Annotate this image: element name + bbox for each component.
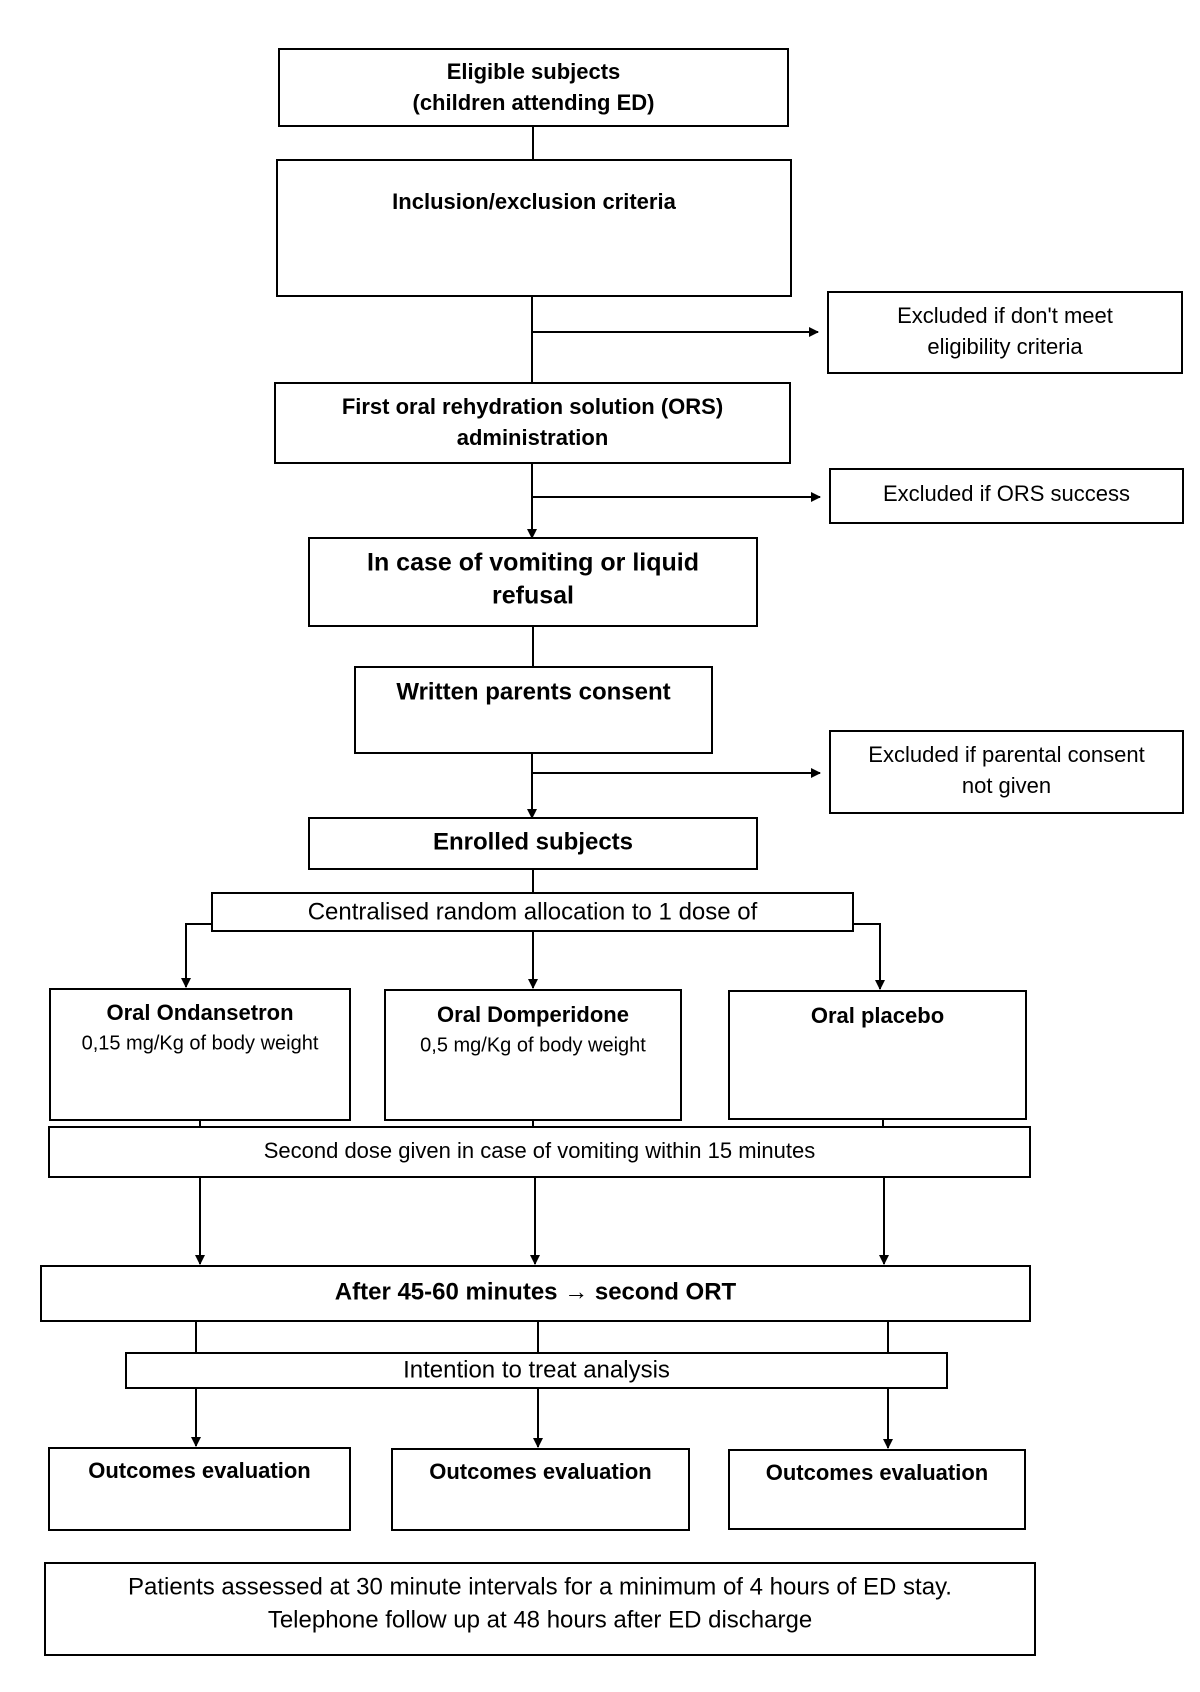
box-frame <box>211 892 854 932</box>
box-text-line: refusal <box>492 582 574 610</box>
box-excl-ors: Excluded if ORS success <box>829 468 1184 524</box>
box-text-line: (children attending ED) <box>413 90 655 115</box>
box-allocation: Centralised random allocation to 1 dose … <box>211 892 854 932</box>
box-text-line: Second dose given in case of vomiting wi… <box>264 1138 816 1163</box>
box-text-line: Centralised random allocation to 1 dose … <box>308 898 758 925</box>
box-vomiting: In case of vomiting or liquid refusal <box>308 537 758 627</box>
box-frame <box>44 1562 1036 1656</box>
box-text-line: First oral rehydration solution (ORS) <box>342 394 723 419</box>
box-text-line: Written parents consent <box>396 678 670 705</box>
box-frame <box>829 730 1184 814</box>
box-text-line: administration <box>457 425 609 450</box>
box-frame <box>274 382 791 464</box>
box-text-line: Oral Ondansetron <box>106 1000 293 1025</box>
box-frame <box>391 1448 690 1531</box>
box-frame <box>728 990 1027 1120</box>
box-outcome-1: Outcomes evaluation <box>48 1447 351 1531</box>
box-second-dose: Second dose given in case of vomiting wi… <box>48 1126 1031 1178</box>
box-itt: Intention to treat analysis <box>125 1352 948 1389</box>
connector-lines <box>181 126 893 1449</box>
box-text-line: Telephone follow up at 48 hours after ED… <box>268 1606 812 1633</box>
flowchart-boxes: Eligible subjects (children attending ED)… <box>40 48 1184 1656</box>
box-text-line: In case of vomiting or liquid <box>367 549 699 577</box>
box-text-line: Outcomes evaluation <box>429 1459 652 1484</box>
box-text-line: not given <box>962 773 1051 798</box>
box-frame <box>829 468 1184 524</box>
box-text-line: Oral placebo <box>811 1003 944 1028</box>
box-consent: Written parents consent <box>354 666 713 754</box>
box-enrolled: Enrolled subjects <box>308 817 758 870</box>
box-frame <box>384 989 682 1121</box>
arrow-allocation-ondansetron <box>181 923 212 988</box>
box-frame <box>278 48 789 127</box>
box-text-line: 0,5 mg/Kg of body weight <box>420 1034 646 1056</box>
box-followup: Patients assessed at 30 minute intervals… <box>44 1562 1036 1656</box>
box-criteria: Inclusion/exclusion criteria <box>276 159 792 297</box>
box-text-line: eligibility criteria <box>927 334 1083 359</box>
box-frame <box>40 1265 1031 1322</box>
box-text-line: Oral Domperidone <box>437 1002 629 1027</box>
box-first-ors: First oral rehydration solution (ORS) adm… <box>274 382 791 464</box>
box-frame <box>49 988 351 1121</box>
box-text-line: Excluded if don't meet <box>897 303 1113 328</box>
box-outcome-3: Outcomes evaluation <box>728 1449 1026 1530</box>
box-placebo: Oral placebo <box>728 990 1027 1120</box>
box-text-line: Excluded if parental consent <box>868 742 1144 767</box>
box-frame <box>125 1352 948 1389</box>
box-domperidone: Oral Domperidone 0,5 mg/Kg of body weight <box>384 989 682 1121</box>
box-second-ort: After 45-60 minutes → second ORT <box>40 1265 1031 1322</box>
box-ondansetron: Oral Ondansetron 0,15 mg/Kg of body weigh… <box>49 988 351 1121</box>
box-frame <box>728 1449 1026 1530</box>
box-text-line: Excluded if ORS success <box>883 481 1130 506</box>
box-text-line: Inclusion/exclusion criteria <box>392 189 676 214</box>
box-frame <box>308 817 758 870</box>
box-text-line: Patients assessed at 30 minute intervals… <box>128 1573 952 1600</box>
box-outcome-2: Outcomes evaluation <box>391 1448 690 1531</box>
box-text-line: Outcomes evaluation <box>88 1458 311 1483</box>
box-text-line: 0,15 mg/Kg of body weight <box>82 1032 319 1054</box>
box-frame <box>48 1447 351 1531</box>
box-eligible: Eligible subjects (children attending ED) <box>278 48 789 127</box>
box-excl-eligibility: Excluded if don't meet eligibility criter… <box>827 291 1183 374</box>
box-text-line: Eligible subjects <box>447 59 621 84</box>
box-frame <box>308 537 758 627</box>
box-text-line: Enrolled subjects <box>433 828 633 855</box>
arrow-allocation-placebo <box>853 923 885 990</box>
box-excl-consent: Excluded if parental consent not given <box>829 730 1184 814</box>
box-frame <box>276 159 792 297</box>
box-text-line: Intention to treat analysis <box>403 1356 670 1383</box>
box-text-line: After 45-60 minutes → second ORT <box>335 1278 737 1305</box>
box-frame <box>827 291 1183 374</box>
box-text-line: Outcomes evaluation <box>766 1460 989 1485</box>
box-frame <box>48 1126 1031 1178</box>
box-frame <box>354 666 713 754</box>
